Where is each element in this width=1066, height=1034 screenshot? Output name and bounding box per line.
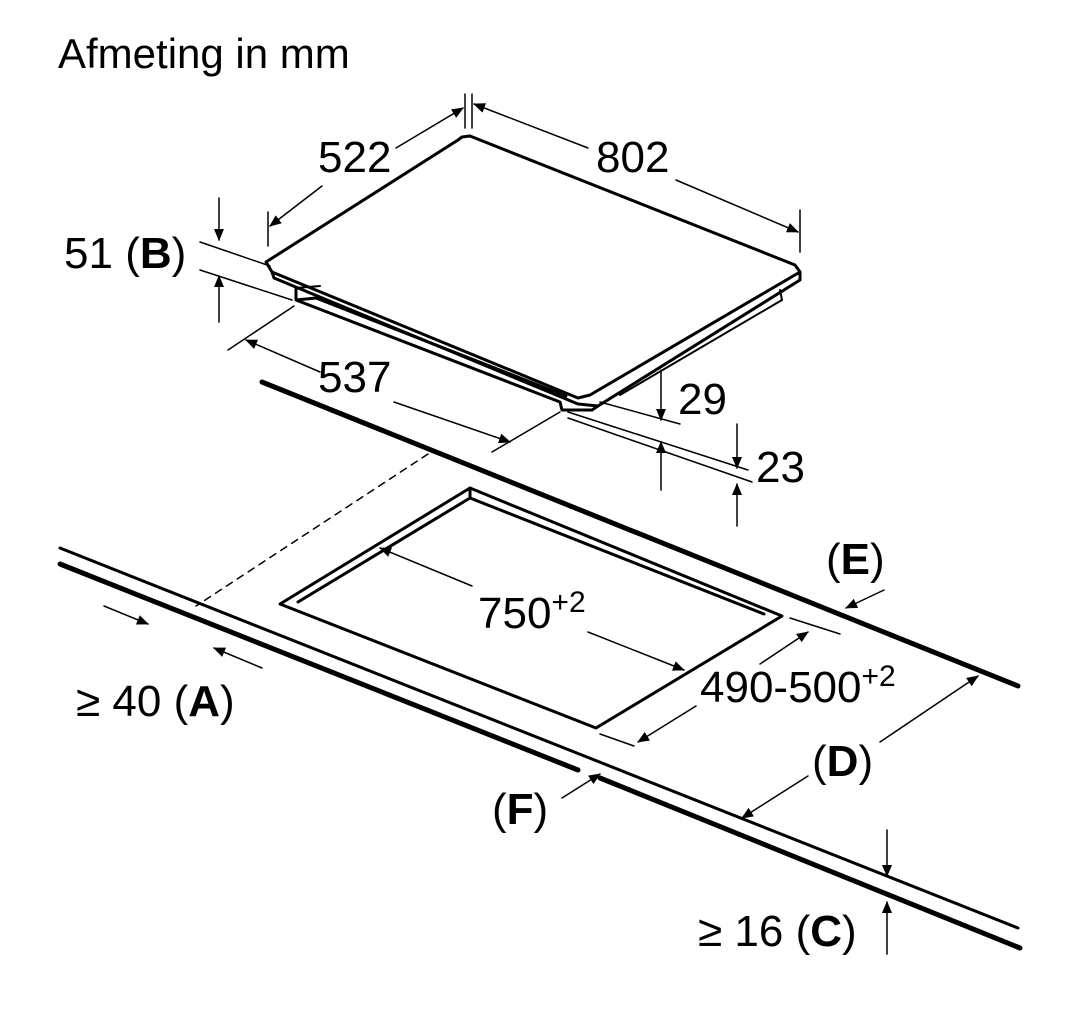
label-f: (F) <box>492 785 548 834</box>
dim-e: (E) <box>826 535 885 609</box>
label-a: ≥ 40 (A) <box>76 677 235 726</box>
dim-537: 537 <box>227 305 561 453</box>
diagram-title: Afmeting in mm <box>58 30 350 77</box>
hob-drawing <box>264 134 802 412</box>
dim-490-500: 490-500+2 <box>599 617 896 747</box>
dim-f: (F) <box>492 773 601 834</box>
dim-51-label: 51 (B) <box>64 229 186 278</box>
dim-802-label: 802 <box>596 133 669 182</box>
hob-plate-edge <box>270 270 802 408</box>
countertop-front-top-edge <box>58 546 1020 930</box>
dim-29-label: 29 <box>678 375 727 424</box>
dim-23-label: 23 <box>756 443 805 492</box>
dim-537-label: 537 <box>318 353 391 402</box>
dim-522-label: 522 <box>318 133 391 182</box>
hob-body <box>294 286 600 412</box>
dim-750-label: 750+2 <box>478 586 586 638</box>
dim-522: 522 <box>267 93 466 247</box>
countertop <box>57 379 1023 951</box>
dim-c: ≥ 16 (C) <box>698 829 892 956</box>
dim-750: 750+2 <box>379 547 685 671</box>
dim-a: ≥ 40 (A) <box>76 605 263 726</box>
cutout-outer <box>278 486 784 730</box>
dim-490-500-label: 490-500+2 <box>700 660 896 712</box>
dim-d: (D) <box>741 675 979 819</box>
label-c: ≥ 16 (C) <box>698 907 857 956</box>
countertop-front-bottom-edge <box>57 561 1023 951</box>
countertop-back-edge <box>259 379 1021 689</box>
dim-802: 802 <box>471 93 801 253</box>
construction-line <box>195 453 429 607</box>
dim-23: 23 <box>567 417 805 527</box>
hob-top-plate <box>264 134 802 400</box>
label-e: (E) <box>826 535 885 584</box>
label-d: (D) <box>812 737 873 786</box>
dim-29: 29 <box>567 369 749 491</box>
dim-51-b: 51 (B) <box>64 197 293 323</box>
